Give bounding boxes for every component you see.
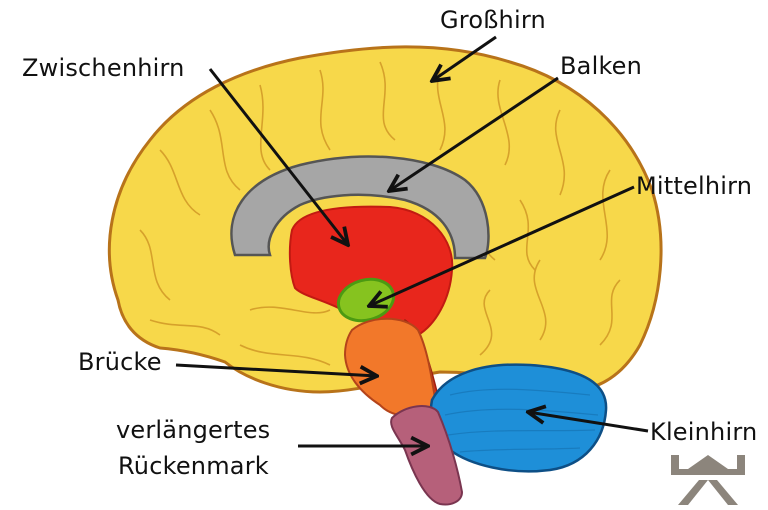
arrow-mittelhirn [369, 185, 635, 306]
label-grosshirn: Großhirn [440, 6, 546, 34]
cerebellum-region [429, 363, 608, 473]
label-verlaengertes-line1: verlängertes [116, 416, 271, 444]
label-verlaengertes-line2: Rückenmark [118, 452, 269, 480]
label-zwischenhirn: Zwischenhirn [22, 54, 185, 82]
label-bruecke: Brücke [78, 348, 162, 376]
arrow-bruecke [175, 363, 377, 376]
label-kleinhirn: Kleinhirn [650, 418, 758, 446]
cerebellum-folia [444, 388, 599, 453]
label-mittelhirn: Mittelhirn [636, 172, 753, 200]
arrow-zwischenhirn [208, 68, 348, 245]
arrow-kleinhirn [528, 412, 649, 433]
label-balken: Balken [560, 52, 643, 80]
arrow-balken [389, 76, 559, 191]
arrow-grosshirn [432, 35, 497, 81]
publisher-logo-icon [671, 455, 745, 505]
